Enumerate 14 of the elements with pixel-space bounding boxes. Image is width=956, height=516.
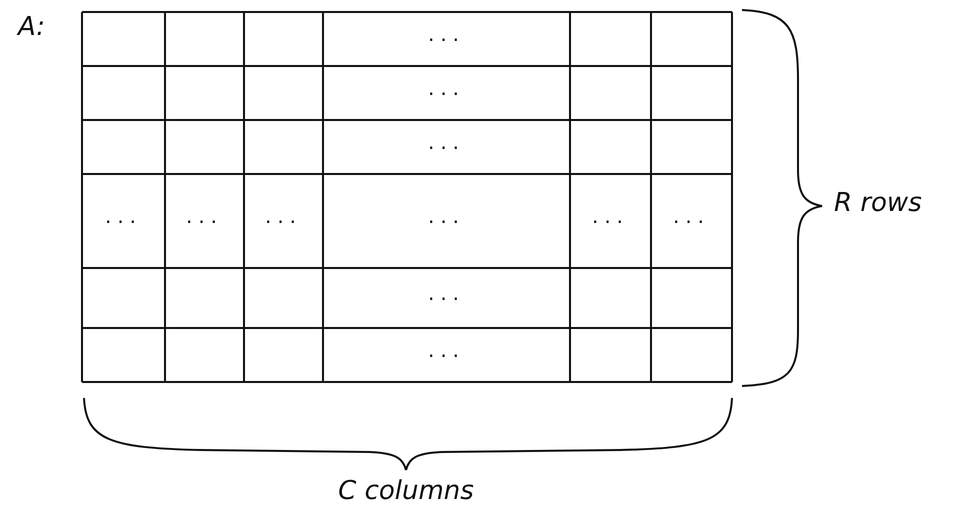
ellipsis: ... [104,204,142,228]
ellipsis: ... [186,204,224,228]
ellipsis: ... [428,338,466,362]
ellipsis: ... [428,76,466,100]
ellipsis: ... [672,204,710,228]
ellipsis: ... [428,281,466,306]
row-count-label: R rows [834,188,922,218]
ellipsis: ... [592,204,630,228]
column-count-label: C columns [338,476,474,506]
ellipsis: ... [264,204,302,228]
matrix-name: A: [18,12,46,42]
ellipsis: ... [428,204,466,228]
ellipsis: ... [428,130,466,154]
ellipsis: ... [428,22,466,46]
